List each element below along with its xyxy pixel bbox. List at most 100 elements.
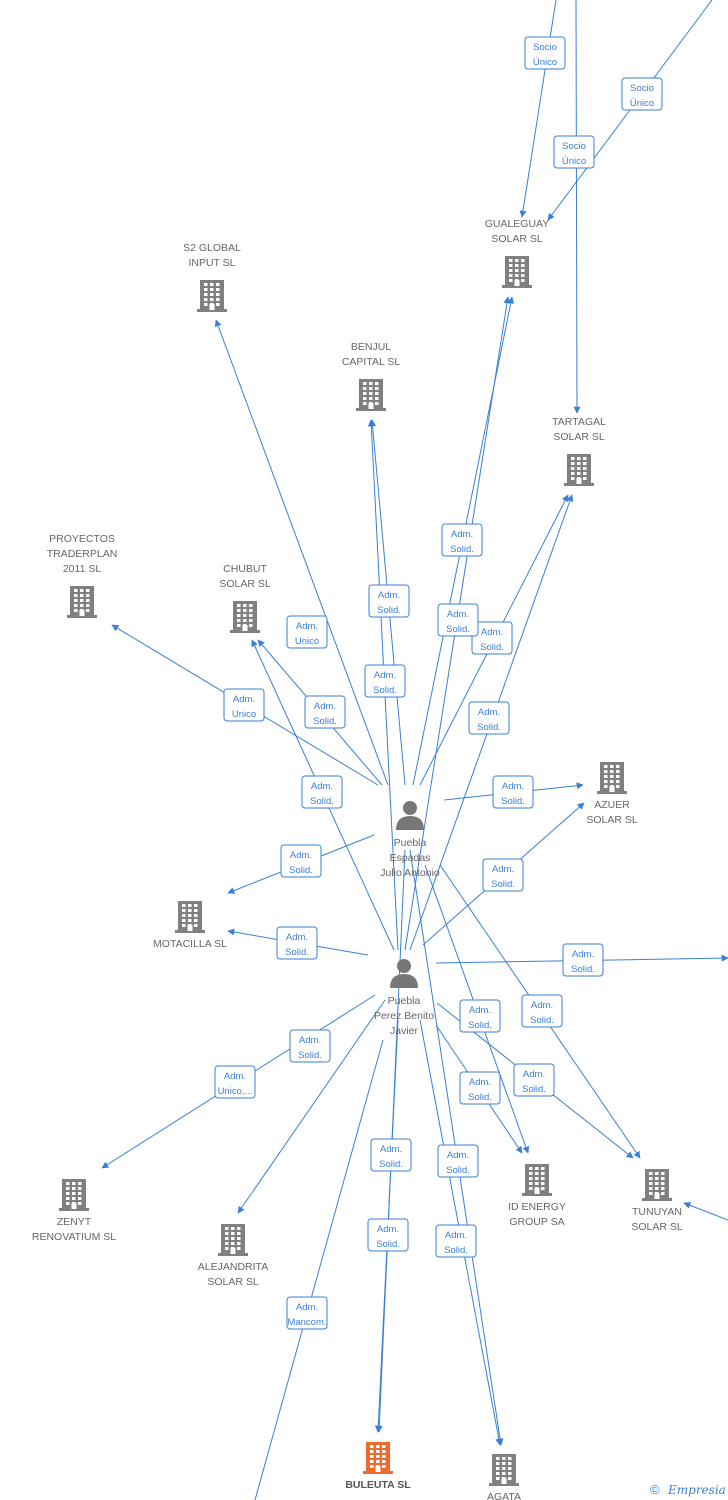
relation-text: Solid. [468, 1020, 492, 1031]
company-node-motacilla[interactable]: MOTACILLA SL [153, 901, 227, 950]
relation-label[interactable]: Adm.Solid. [562, 943, 604, 977]
relation-box [621, 77, 663, 111]
relation-label[interactable]: Adm.Mancom. [286, 1296, 328, 1330]
relation-text: Adm. [224, 1071, 246, 1082]
person-label: Puebla [394, 837, 427, 849]
footer-brand: © Empresia [650, 1482, 726, 1497]
building-icon [642, 1169, 672, 1201]
relation-label[interactable]: Adm.Solid. [370, 1138, 412, 1172]
relation-label[interactable]: Adm.Solid. [492, 775, 534, 809]
building-icon [597, 762, 627, 794]
node-label: BULEUTA SL [345, 1479, 411, 1491]
relation-label[interactable]: Adm. Solid. [435, 1224, 477, 1258]
brand-logo-text[interactable]: Empresia [667, 1483, 726, 1497]
relation-box [459, 999, 501, 1033]
relation-text: Solid. [450, 544, 474, 555]
relation-label[interactable]: Adm.Unico [286, 615, 328, 649]
relation-box [524, 36, 566, 70]
relation-label[interactable]: Adm. Unico,... [214, 1065, 256, 1099]
relation-label[interactable]: Adm.Solid. [468, 701, 510, 735]
node-label: SOLAR SL [553, 431, 605, 443]
relation-text: Unico,... [218, 1086, 253, 1097]
relation-text: Socio [630, 83, 654, 94]
relation-label[interactable]: Adm. Solid. [441, 523, 483, 557]
relation-label[interactable]: Adm.Solid. [276, 926, 318, 960]
node-label: TARTAGAL [552, 416, 606, 428]
relation-text: Solid. [313, 716, 337, 727]
relation-label[interactable]: Adm.Solid. [521, 994, 563, 1028]
relation-text: Adm. [469, 1077, 491, 1088]
relation-label[interactable]: Adm.Unico [223, 688, 265, 722]
relation-label[interactable]: Adm.Solid. [289, 1029, 331, 1063]
relation-label[interactable]: Adm.Solid. [368, 584, 410, 618]
relation-box [304, 695, 346, 729]
person-icon [390, 959, 418, 988]
relation-text: Adm. [469, 1005, 491, 1016]
relation-box [441, 523, 483, 557]
person-icon [396, 801, 424, 830]
relation-text: Adm. [299, 1035, 321, 1046]
company-node-tartagal[interactable]: TARTAGAL SOLAR SL [552, 416, 606, 486]
relation-box [553, 135, 595, 169]
relation-label[interactable]: Adm.Solid. [301, 775, 343, 809]
relation-label[interactable]: Adm.Solid. [437, 603, 479, 637]
relation-box [368, 584, 410, 618]
node-label: PROYECTOS [49, 533, 115, 545]
relation-text: Solid. [444, 1245, 468, 1256]
copyright-symbol: © [650, 1482, 660, 1497]
relation-label[interactable]: Adm.Solid. [471, 621, 513, 655]
node-label: SOLAR SL [219, 578, 271, 590]
relation-box [471, 621, 513, 655]
relations-layer: SocioÚnicoSocioÚnicoSocioÚnicoAdm.Solid.… [214, 36, 663, 1330]
relation-text: Adm. [377, 1224, 399, 1235]
relation-label[interactable]: Adm.Solid. [482, 858, 524, 892]
relation-text: Solid. [501, 796, 525, 807]
relation-text: Solid. [491, 879, 515, 890]
building-icon [363, 1442, 393, 1474]
relation-box [364, 664, 406, 698]
building-icon [564, 454, 594, 486]
relation-text: Adm. [286, 932, 308, 943]
relation-box [367, 1218, 409, 1252]
relation-box [370, 1138, 412, 1172]
relation-label[interactable]: Adm.Solid. [280, 844, 322, 878]
relation-text: Adm. [523, 1069, 545, 1080]
relation-box [280, 844, 322, 878]
relation-text: Adm. [445, 1230, 467, 1241]
relation-label[interactable]: Adm.Solid. [364, 664, 406, 698]
relation-text: Solid. [379, 1159, 403, 1170]
relation-label[interactable]: Adm. Solid. [459, 999, 501, 1033]
relation-text: Unico [295, 636, 319, 647]
relation-text: Adm. [451, 529, 473, 540]
relation-label[interactable]: Adm.Solid. [304, 695, 346, 729]
company-node-agata[interactable]: AGATA [487, 1454, 521, 1500]
company-node-buleuta[interactable]: BULEUTA SL [345, 1442, 411, 1491]
relation-label[interactable]: Adm. Solid. [367, 1218, 409, 1252]
relation-text: Solid. [530, 1015, 554, 1026]
relation-text: Adm. [311, 781, 333, 792]
relation-label[interactable]: Adm.Solid. [513, 1063, 555, 1097]
node-label: GROUP SA [509, 1216, 564, 1228]
relation-label[interactable]: Adm.Solid. [437, 1144, 479, 1178]
relation-text: Solid. [446, 1165, 470, 1176]
relation-text: Solid. [446, 624, 470, 635]
relation-label[interactable]: Adm.Solid. [459, 1071, 501, 1105]
relation-text: Solid. [376, 1239, 400, 1250]
